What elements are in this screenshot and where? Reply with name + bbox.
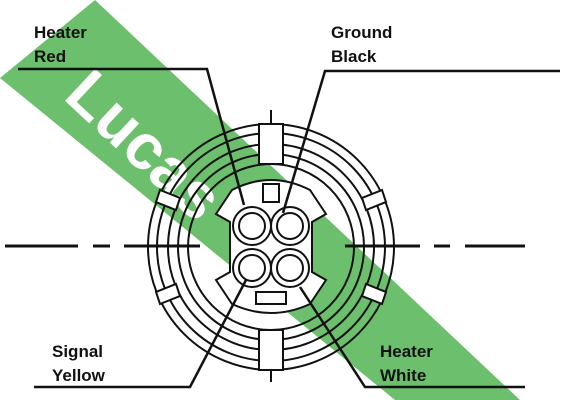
- label-wire-color: Yellow: [52, 366, 105, 385]
- leader-lines: [18, 67, 560, 389]
- label-function: Heater: [380, 342, 433, 361]
- leader-heater-white: [298, 286, 525, 389]
- pin-heater-white: [270, 248, 310, 288]
- label-function: Signal: [52, 342, 104, 361]
- pins: [232, 206, 310, 288]
- leader-heater-red: [18, 67, 246, 206]
- label-signal-yellow: Signal Yellow: [52, 340, 105, 388]
- pin-housing: [214, 179, 328, 314]
- leader-signal-yellow: [34, 279, 248, 389]
- label-ground-black: Ground Black: [331, 21, 392, 69]
- label-function: Ground: [331, 23, 393, 42]
- label-heater-white: Heater White: [380, 340, 433, 388]
- ring-slots: [154, 123, 388, 371]
- label-wire-color: Red: [34, 47, 67, 66]
- label-function: Heater: [34, 23, 87, 42]
- leader-ground-black: [281, 69, 560, 214]
- label-wire-color: Black: [331, 47, 377, 66]
- pin-ground-black: [270, 206, 310, 246]
- label-wire-color: White: [380, 366, 427, 385]
- label-heater-red: Heater Red: [34, 21, 87, 69]
